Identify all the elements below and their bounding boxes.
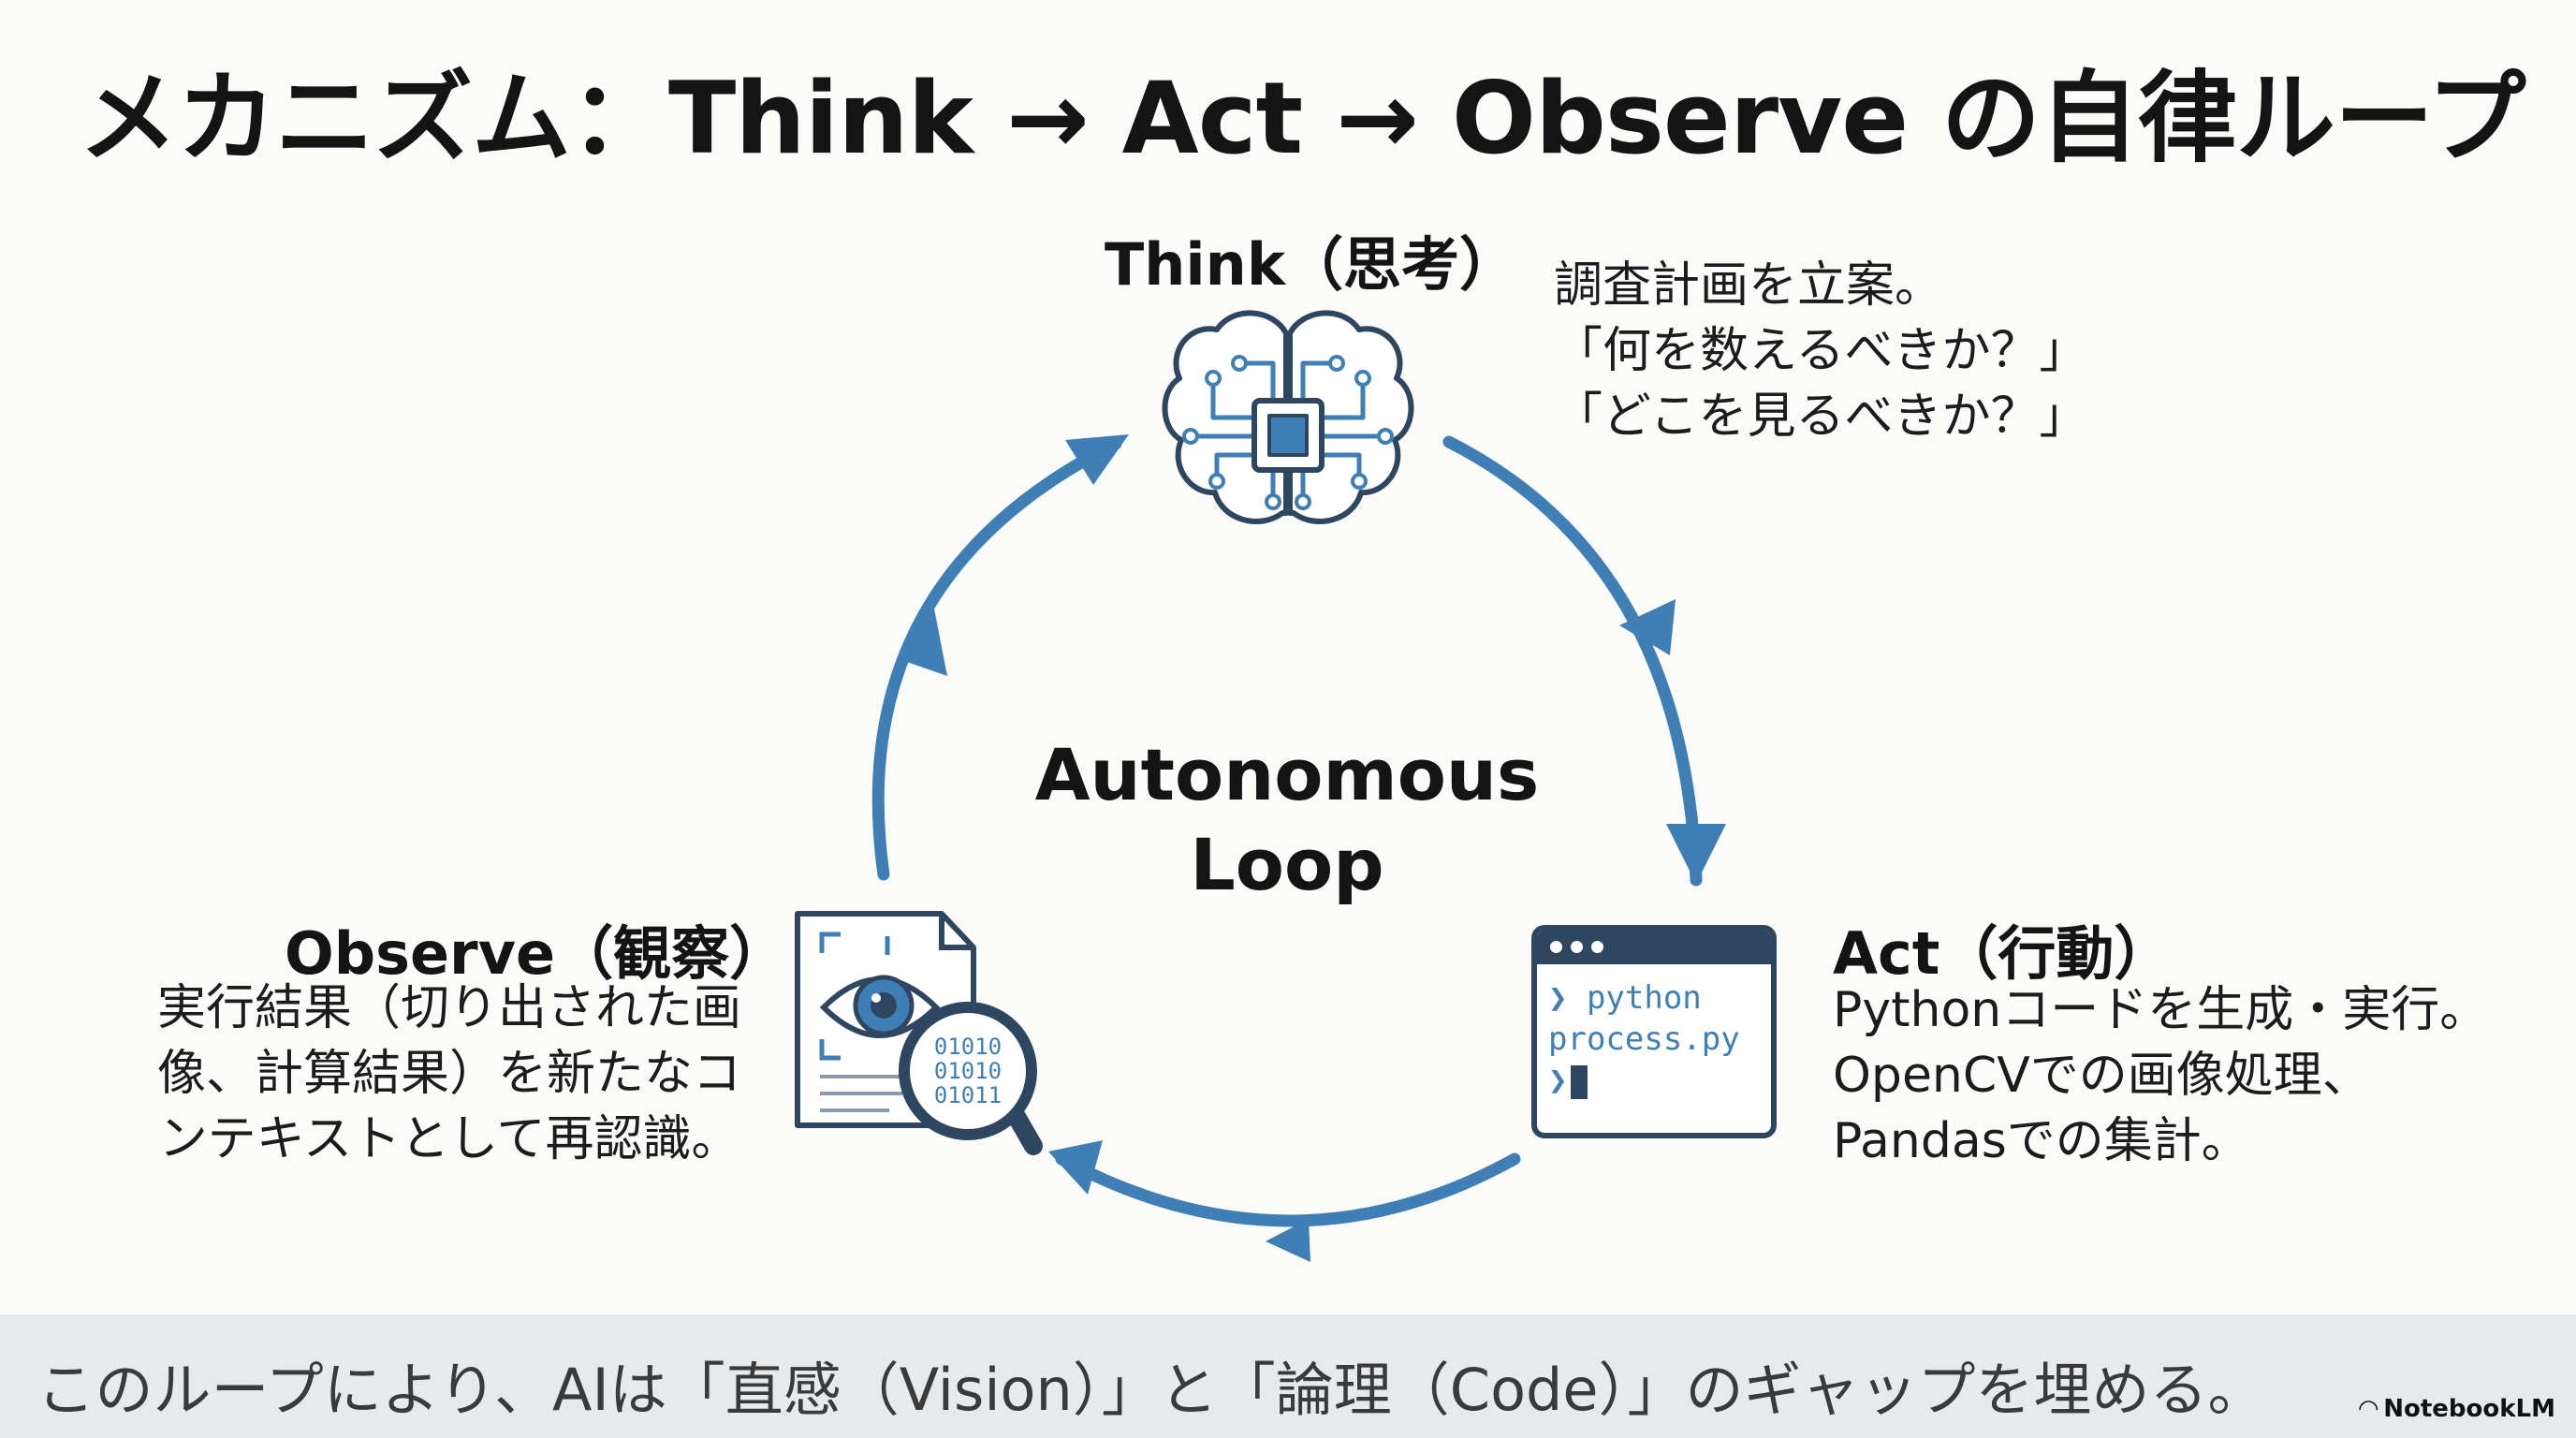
act-title: Act（行動） (1833, 919, 2173, 988)
center-label-line-1: Autonomous (1034, 733, 1540, 816)
think-description: 調査計画を立案。 「何を数えるべきか？」 「どこを見るべきか？」 (1554, 253, 2087, 449)
page-title: メカニズム：Think → Act → Observe の自律ループ (79, 61, 2526, 176)
observe-desc-line-1: 実行結果（切り出された画 (157, 980, 742, 1036)
arrowhead-think-act-mid (1619, 599, 1676, 655)
arrowhead-observe-think-end (1065, 434, 1129, 485)
center-label-line-2: Loop (1190, 823, 1384, 906)
arrowhead-think-act-end (1666, 824, 1726, 884)
center-label: Autonomous Loop (1030, 730, 1544, 910)
arrow-observe-to-think (871, 437, 1122, 881)
terminal-title-bar (1537, 931, 1771, 964)
brand-logo: ◠NotebookLM (2359, 1395, 2555, 1423)
act-desc-line-1: Pythonコードを生成・実行。 (1833, 982, 2489, 1038)
arrowhead-act-observe-end (1048, 1140, 1103, 1195)
act-desc-line-3: Pandasでの集計。 (1833, 1113, 2250, 1169)
arrowhead-act-observe-mid (1266, 1219, 1310, 1262)
observe-description: 実行結果（切り出された画 像、計算結果）を新たなコ ンテキストとして再認識。 (157, 976, 741, 1172)
document-eye-magnifier-icon: 01010 01010 01011 (795, 911, 1043, 1155)
arrow-think-to-act (1442, 435, 1703, 887)
arrowhead-observe-think-mid (899, 609, 947, 676)
act-desc-line-2: OpenCVでの画像処理、 (1833, 1048, 2371, 1104)
think-desc-line-1: 調査計画を立案。 (1554, 257, 1944, 314)
terminal-line-3: ❯ (1548, 1060, 1760, 1101)
terminal-icon: ❯ python process.py ❯ (1531, 925, 1777, 1138)
terminal-body: ❯ python process.py ❯ (1537, 964, 1771, 1114)
footer-band (0, 1314, 2576, 1438)
terminal-line-2: process.py (1548, 1020, 1740, 1058)
observe-title: Observe（観察） (285, 919, 788, 988)
notebooklm-icon: ◠ (2359, 1395, 2378, 1423)
act-description: Pythonコードを生成・実行。 OpenCVでの画像処理、 Pandasでの集… (1833, 977, 2488, 1174)
terminal-line-1: ❯ python (1548, 979, 1702, 1017)
binary-line-1: 01010 (934, 1034, 1002, 1060)
think-title: Think（思考） (1105, 230, 1518, 299)
terminal-cursor (1571, 1064, 1588, 1099)
observe-desc-line-2: 像、計算結果）を新たなコ (157, 1046, 742, 1102)
binary-line-2: 01010 (934, 1058, 1002, 1084)
observe-desc-line-3: ンテキストとして再認識。 (158, 1111, 740, 1167)
terminal-prompt: ❯ (1548, 1062, 1568, 1099)
think-desc-line-3: 「どこを見るべきか？」 (1554, 389, 2088, 445)
footer-caption: このループにより、AIは「直感（Vision）」と「論理（Code）」のギャップ… (37, 1356, 2266, 1424)
loop-diagram: 01010 01010 01011 (795, 310, 1726, 1262)
arrow-act-to-observe (1055, 1152, 1521, 1227)
brand-name: NotebookLM (2383, 1395, 2555, 1423)
brain-chip-icon (1162, 310, 1414, 524)
think-desc-line-2: 「何を数えるべきか？」 (1554, 323, 2088, 379)
binary-line-3: 01011 (934, 1082, 1002, 1108)
